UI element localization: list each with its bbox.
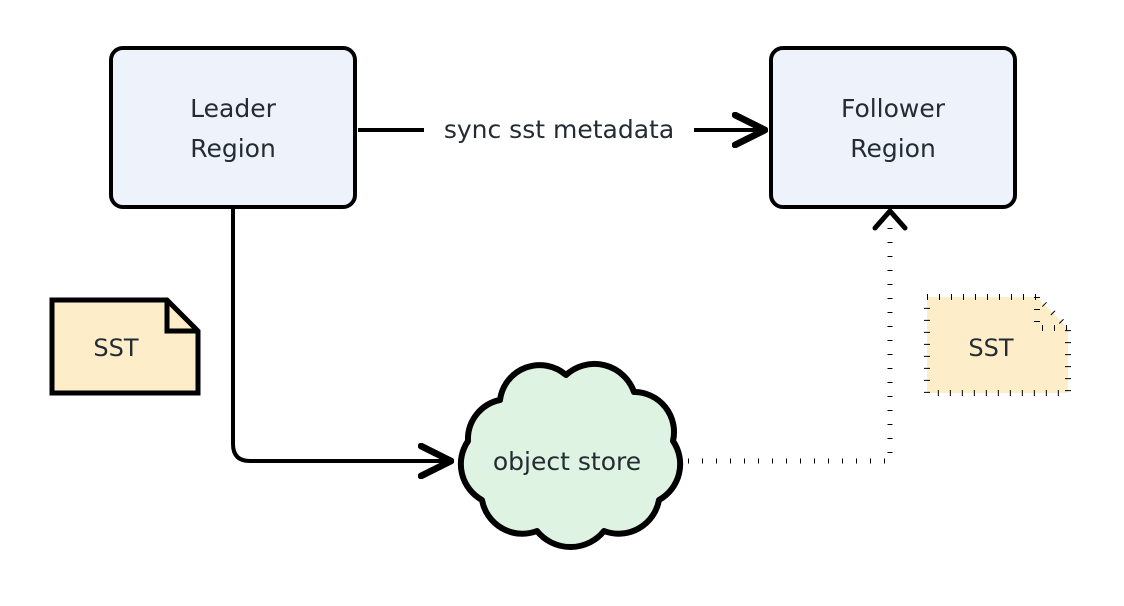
leader-region-label-line1: Leader: [190, 94, 276, 123]
node-sst-follower[interactable]: SST: [924, 294, 1071, 396]
follower-region-label-line2: Region: [850, 134, 936, 163]
edge-sync-metadata-label: sync sst metadata: [444, 115, 674, 144]
edge-fetch-sst-line: [688, 220, 893, 464]
edge-upload-sst-line: [231, 208, 448, 461]
edge-fetch-sst-arrowhead: [872, 208, 908, 231]
edge-fetch-sst: [688, 208, 908, 464]
leader-region-box[interactable]: [109, 46, 357, 209]
sst-follower-label: SST: [968, 334, 1013, 362]
sst-leader-folded-corner-icon: [164, 300, 198, 334]
node-follower-region[interactable]: Follower Region: [769, 46, 1017, 209]
node-leader-region[interactable]: Leader Region: [109, 46, 357, 209]
sst-leader-label: SST: [93, 334, 138, 362]
follower-region-box[interactable]: [769, 46, 1017, 209]
node-sst-leader[interactable]: SST: [49, 297, 201, 396]
edge-upload-sst: [231, 208, 448, 461]
sst-leader-document-body[interactable]: [49, 297, 201, 396]
edge-sync-metadata: sync sst metadata: [358, 115, 762, 144]
follower-region-label-line1: Follower: [841, 94, 946, 123]
leader-region-label-line2: Region: [190, 134, 276, 163]
node-object-store[interactable]: object store: [457, 360, 684, 550]
object-store-cloud-shape[interactable]: [457, 360, 684, 550]
object-store-label: object store: [493, 447, 641, 476]
sst-follower-document-fill[interactable]: [927, 297, 1068, 393]
